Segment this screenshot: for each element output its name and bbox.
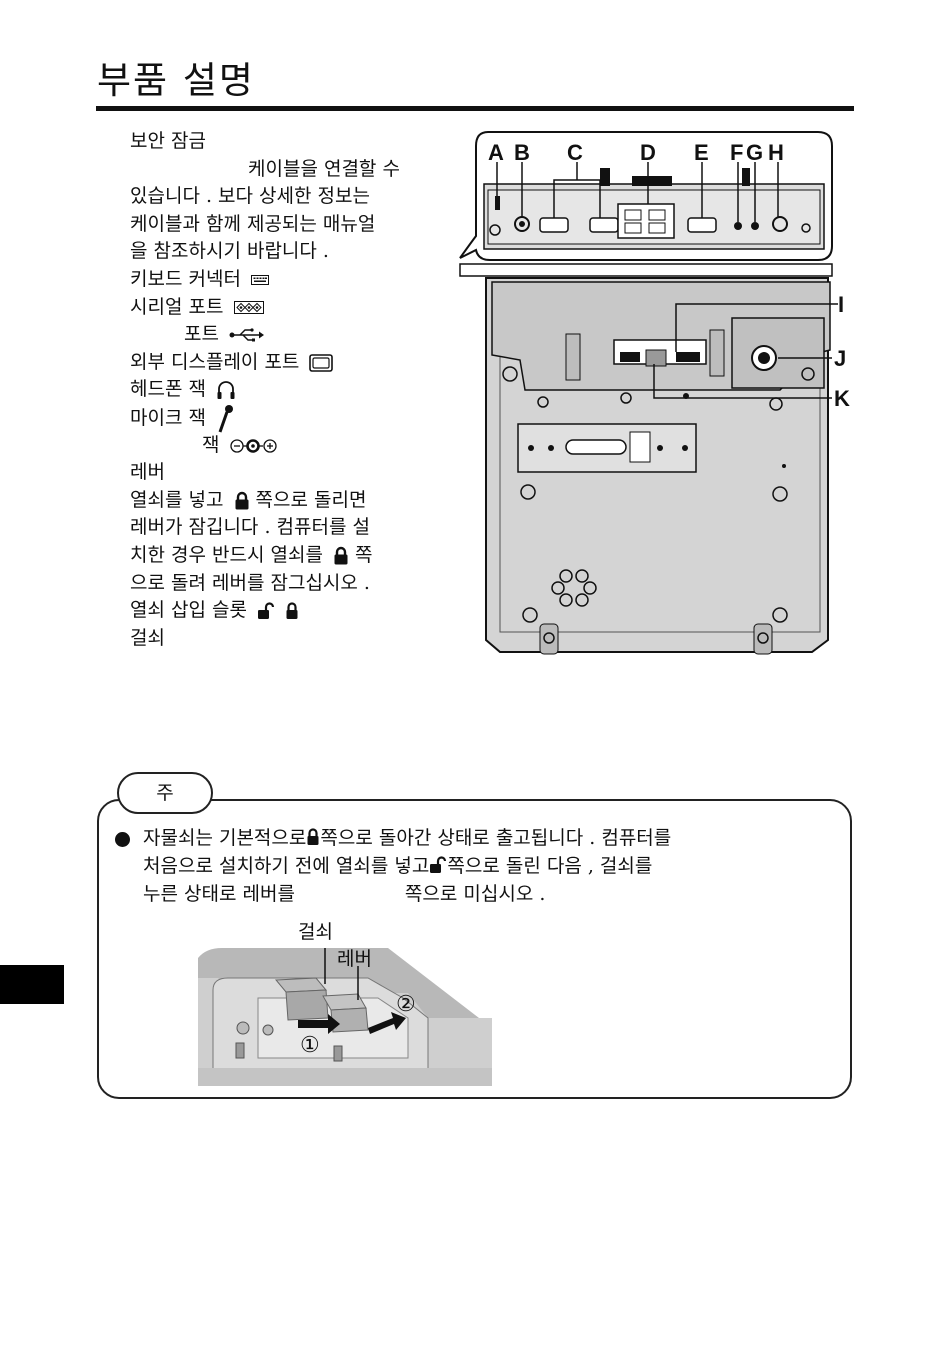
- list-item: 헤드폰 잭: [130, 376, 448, 404]
- list-item: 외부 디스플레이 포트: [130, 349, 448, 377]
- note-text-segment: 처음으로 설치하기 전에 열쇠를 넣고: [143, 855, 430, 877]
- note-text-segment: 자물쇠는 기본적으로: [143, 827, 307, 849]
- note-text-segment: 쪽으로 미십시오 .: [404, 883, 546, 905]
- lever-photo: [198, 918, 492, 1086]
- security-lock-desc: 있습니다 . 보다 상세한 정보는: [130, 185, 370, 208]
- section-tab: [0, 965, 64, 1004]
- note-line: 처음으로 설치하기 전에 열쇠를 넣고 쪽으로 돌린 다음 , 걸쇠를: [143, 852, 823, 880]
- list-item: 키보드 커넥터: [130, 266, 448, 294]
- list-item: 레버: [130, 459, 448, 487]
- list-item: 포트: [130, 321, 448, 349]
- port-replicator-diagram: [459, 131, 838, 655]
- note-text-segment: 쪽으로 돌린 다음 , 걸쇠를: [447, 855, 653, 877]
- step-1-label: ①: [300, 1033, 320, 1058]
- list-item: 시리얼 포트: [130, 294, 448, 322]
- parts-description: 보안 잠금 케이블을 연결할 수 있습니다 . 보다 상세한 정보는 케이블과 …: [130, 128, 448, 652]
- lock-icon: [307, 828, 319, 845]
- lever-desc: 치한 경우 반드시 열쇠를: [130, 543, 323, 566]
- security-lock-heading: 보안 잠금: [130, 130, 206, 152]
- mic-jack-label: 마이크 잭: [130, 406, 206, 429]
- label-g: G: [746, 140, 764, 165]
- list-item: 있습니다 . 보다 상세한 정보는: [130, 183, 448, 211]
- lever-heading: 레버: [130, 461, 165, 484]
- latch-label: 걸쇠: [130, 626, 165, 649]
- lever-desc: 레버가 잠깁니다 . 컴퓨터를 설: [130, 516, 370, 539]
- lever-desc: 쪽으로 돌리면: [255, 488, 367, 511]
- lever-desc: 으로 돌려 레버를 잠그십시오 .: [130, 571, 370, 594]
- security-lock-desc: 을 참조하시기 바랍니다 .: [130, 240, 329, 263]
- usb-icon: [229, 328, 265, 342]
- note-line: 누른 상태로 레버를 쪽으로 미십시오 .: [143, 880, 823, 908]
- list-item: 보안 잠금: [130, 128, 448, 156]
- note-text-segment: 누른 상태로 레버를: [143, 883, 295, 905]
- lever-photo-label: 레버: [337, 948, 372, 970]
- usb-port-label: 포트: [184, 323, 219, 346]
- unlock-icon: [258, 602, 275, 620]
- lever-desc: 열쇠를 넣고: [130, 488, 224, 511]
- security-lock-desc: 케이블을 연결할 수: [248, 157, 400, 180]
- lever-desc: 쪽: [355, 543, 373, 566]
- label-k: K: [834, 386, 850, 411]
- note-tag: 주: [117, 772, 213, 814]
- note-text: 자물쇠는 기본적으로 쪽으로 돌아간 상태로 출고됩니다 . 컴퓨터를 처음으로 …: [143, 824, 823, 908]
- step-2-label: ②: [396, 992, 416, 1017]
- microphone-icon: [218, 404, 234, 433]
- headphone-jack-label: 헤드폰 잭: [130, 378, 206, 401]
- label-e: E: [694, 140, 709, 165]
- security-lock-desc: 케이블과 함께 제공되는 매뉴얼: [130, 212, 376, 235]
- lock-icon: [334, 546, 348, 565]
- list-item: 잭: [130, 432, 448, 460]
- serial-port-icon: [233, 301, 264, 315]
- label-c: C: [567, 140, 583, 165]
- unlock-icon: [430, 856, 447, 873]
- headphone-icon: [217, 381, 235, 400]
- title-rule: [96, 106, 854, 111]
- label-j: J: [834, 346, 847, 371]
- bullet-icon: [115, 832, 130, 847]
- note-box: [97, 799, 852, 1099]
- list-item: 을 참조하시기 바랍니다 .: [130, 238, 448, 266]
- dc-jack-label: 잭: [202, 433, 220, 456]
- label-b: B: [514, 140, 530, 165]
- note-line: 자물쇠는 기본적으로 쪽으로 돌아간 상태로 출고됩니다 . 컴퓨터를: [143, 824, 823, 852]
- keyboard-icon: [250, 274, 269, 285]
- external-display-port-label: 외부 디스플레이 포트: [130, 350, 300, 373]
- display-port-icon: [309, 353, 334, 372]
- latch-photo-label: 걸쇠: [298, 921, 333, 943]
- list-item: 케이블을 연결할 수: [130, 156, 448, 184]
- dc-polarity-icon: [229, 438, 277, 453]
- label-i: I: [838, 292, 845, 317]
- label-d: D: [640, 140, 656, 165]
- label-h: H: [768, 140, 784, 165]
- list-item: 케이블과 함께 제공되는 매뉴얼: [130, 211, 448, 239]
- list-item: 레버가 잠깁니다 . 컴퓨터를 설: [130, 514, 448, 542]
- page-title: 부품 설명: [97, 59, 255, 102]
- label-f: F: [730, 140, 744, 165]
- label-a: A: [488, 140, 504, 165]
- list-item: 열쇠를 넣고 쪽으로 돌리면: [130, 487, 448, 515]
- lock-icon: [286, 602, 298, 620]
- lock-icon: [235, 491, 248, 510]
- serial-port-label: 시리얼 포트: [130, 295, 224, 318]
- note-text-segment: 쪽으로 돌아간 상태로 출고됩니다 . 컴퓨터를: [320, 827, 672, 849]
- list-item: 치한 경우 반드시 열쇠를 쪽: [130, 542, 448, 570]
- list-item: 걸쇠: [130, 625, 448, 653]
- list-item: 으로 돌려 레버를 잠그십시오 .: [130, 570, 448, 598]
- key-slot-label: 열쇠 삽입 슬롯: [130, 599, 247, 622]
- list-item: 마이크 잭: [130, 404, 448, 433]
- list-item: 열쇠 삽입 슬롯: [130, 597, 448, 625]
- keyboard-connector-label: 키보드 커넥터: [130, 267, 241, 290]
